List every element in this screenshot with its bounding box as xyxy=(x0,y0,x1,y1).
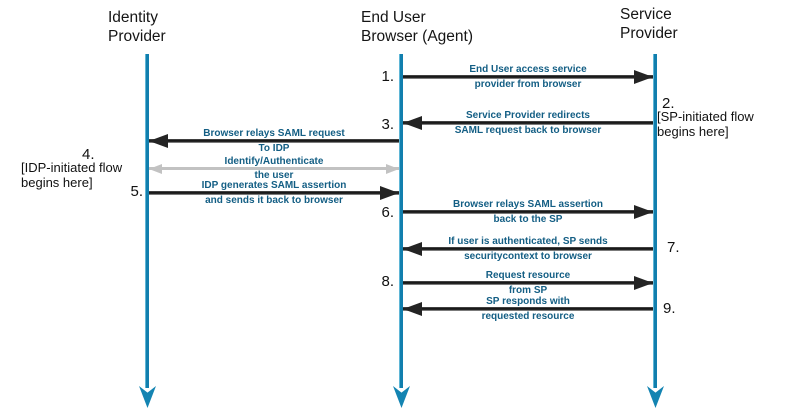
message-label: and sends it back to browser xyxy=(205,195,343,206)
down-arrow-icon xyxy=(393,386,410,408)
message-label: requested resource xyxy=(481,311,575,322)
step-number-6: 6. xyxy=(381,204,394,221)
actor-identity-provider: Identity Provider xyxy=(108,9,166,45)
actor-end-user-browser: End User Browser (Agent) xyxy=(361,9,473,45)
message-label: SAML request back to browser xyxy=(454,125,602,136)
message-label: Service Provider redirects xyxy=(466,110,590,121)
arrowhead-right-icon xyxy=(634,70,653,84)
arrowhead-right-icon xyxy=(386,163,399,174)
step-number-1: 1. xyxy=(381,68,394,85)
note-idp-initiated-flow: [IDP-initiated flow begins here] xyxy=(21,160,123,190)
arrowhead-left-icon xyxy=(403,302,422,316)
message-label: the user xyxy=(254,170,294,181)
message-label: If user is authenticated, SP sends xyxy=(448,236,608,247)
message-7-securitycontext: If user is authenticated, SP sends secur… xyxy=(403,236,653,262)
message-label: provider from browser xyxy=(474,79,582,90)
arrow-shaft xyxy=(403,70,653,84)
message-label: SP responds with xyxy=(486,296,570,307)
note-sp-initiated-flow: [SP-initiated flow begins here] xyxy=(657,109,754,139)
lifeline-end-user-browser xyxy=(399,54,403,388)
step-number-9: 9. xyxy=(663,300,676,317)
arrowhead-left-icon xyxy=(403,242,422,256)
step-number-2: 2. xyxy=(662,95,675,112)
arrow-shaft xyxy=(403,205,653,219)
message-label: Browser relays SAML request xyxy=(203,128,345,139)
down-arrow-icon xyxy=(139,386,156,408)
down-arrow-icon xyxy=(647,386,664,408)
message-label: Browser relays SAML assertion xyxy=(453,199,603,210)
message-label: from SP xyxy=(508,285,548,296)
arrowhead-right-icon xyxy=(634,276,653,290)
arrow-shaft xyxy=(403,242,653,256)
arrow-shaft xyxy=(403,116,653,130)
message-3-sp-redirects: Service Provider redirects SAML request … xyxy=(403,110,653,136)
message-5-idp-generates-assertion: IDP generates SAML assertion and sends i… xyxy=(149,180,399,206)
message-label: back to the SP xyxy=(493,214,563,225)
arrowhead-right-icon xyxy=(380,186,399,200)
message-1-access-service: End User access service provider from br… xyxy=(403,64,653,90)
message-label: To IDP xyxy=(258,143,290,154)
arrowhead-right-icon xyxy=(634,205,653,219)
message-identify-authenticate: Identify/Authenticate the user xyxy=(149,156,399,181)
arrow-shaft xyxy=(149,134,399,148)
arrow-shaft xyxy=(403,302,653,316)
arrow-shaft xyxy=(149,163,399,174)
message-8-request-resource: Request resource from SP xyxy=(403,270,653,296)
message-label: Identify/Authenticate xyxy=(224,156,324,167)
step-number-3: 3. xyxy=(381,116,394,133)
message-label: IDP generates SAML assertion xyxy=(201,180,347,191)
arrowhead-left-icon xyxy=(149,134,168,148)
arrow-shaft xyxy=(149,186,399,200)
lifeline-identity-provider xyxy=(145,54,149,388)
step-number-5: 5. xyxy=(130,183,143,200)
message-6-relays-assertion: Browser relays SAML assertion back to th… xyxy=(403,199,653,225)
arrowhead-left-icon xyxy=(149,163,162,174)
step-number-7: 7. xyxy=(667,239,680,256)
actor-service-provider: Service Provider xyxy=(620,6,678,42)
arrow-shaft xyxy=(403,276,653,290)
step-number-8: 8. xyxy=(381,273,394,290)
arrowhead-left-icon xyxy=(403,116,422,130)
lifeline-service-provider xyxy=(653,54,657,388)
message-9-sp-responds: SP responds with requested resource xyxy=(403,296,653,322)
message-browser-relays-to-idp: Browser relays SAML request To IDP xyxy=(149,128,399,154)
message-label: End User access service xyxy=(469,64,587,75)
step-number-4: 4. xyxy=(82,146,95,163)
message-label: securitycontext to browser xyxy=(464,251,592,262)
message-label: Request resource xyxy=(485,270,571,281)
